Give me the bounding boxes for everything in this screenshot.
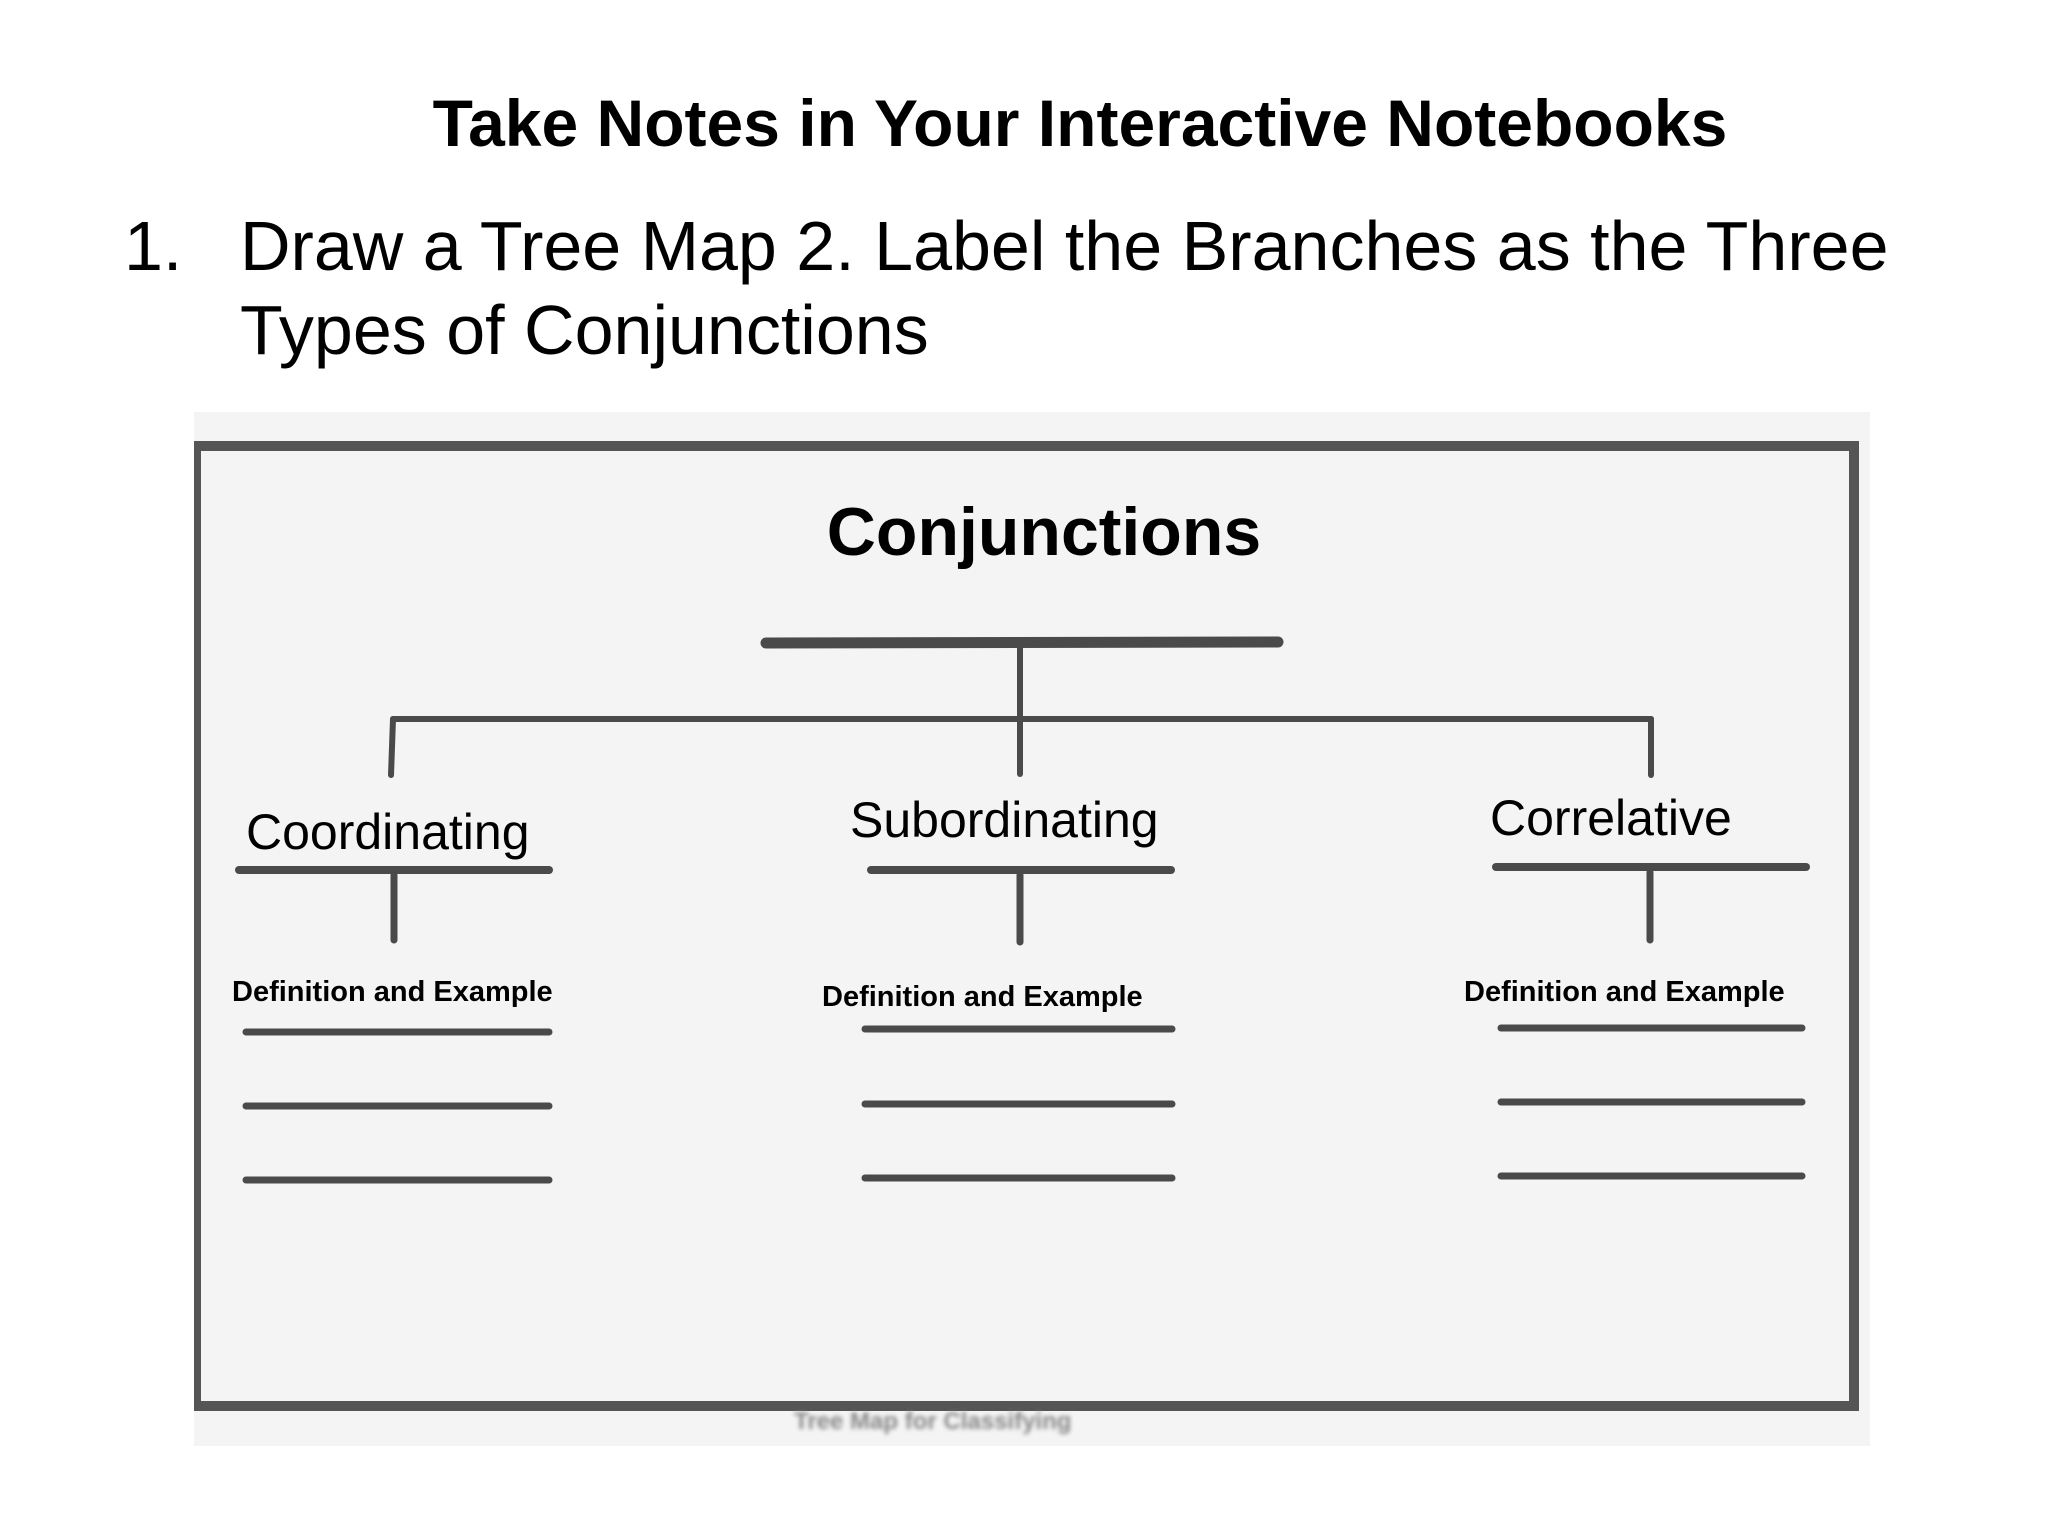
tree-map-lines (194, 441, 1859, 1411)
root-node-label: Conjunctions (826, 494, 1262, 570)
slide-title: Take Notes in Your Interactive Notebooks (432, 86, 1728, 160)
branch-label-subordinating: Subordinating (850, 792, 1159, 848)
instruction-text: Draw a Tree Map 2. Label the Branches as… (240, 207, 1889, 369)
diagram-frame (194, 441, 1859, 1411)
definition-label-correlative: Definition and Example (1464, 976, 1785, 1008)
diagram-caption: Tree Map for Classifying (794, 1408, 1072, 1435)
drop-coordinating (388, 716, 396, 778)
tree-map-diagram: Conjunctions Coordinating Subordinating … (194, 412, 1870, 1446)
list-number: 1. (124, 207, 183, 285)
branch-label-correlative: Correlative (1490, 790, 1732, 846)
definition-label-coordinating: Definition and Example (232, 976, 553, 1008)
root-line (760, 636, 1284, 649)
branch-label-coordinating: Coordinating (246, 804, 530, 860)
definition-label-subordinating: Definition and Example (822, 981, 1143, 1013)
